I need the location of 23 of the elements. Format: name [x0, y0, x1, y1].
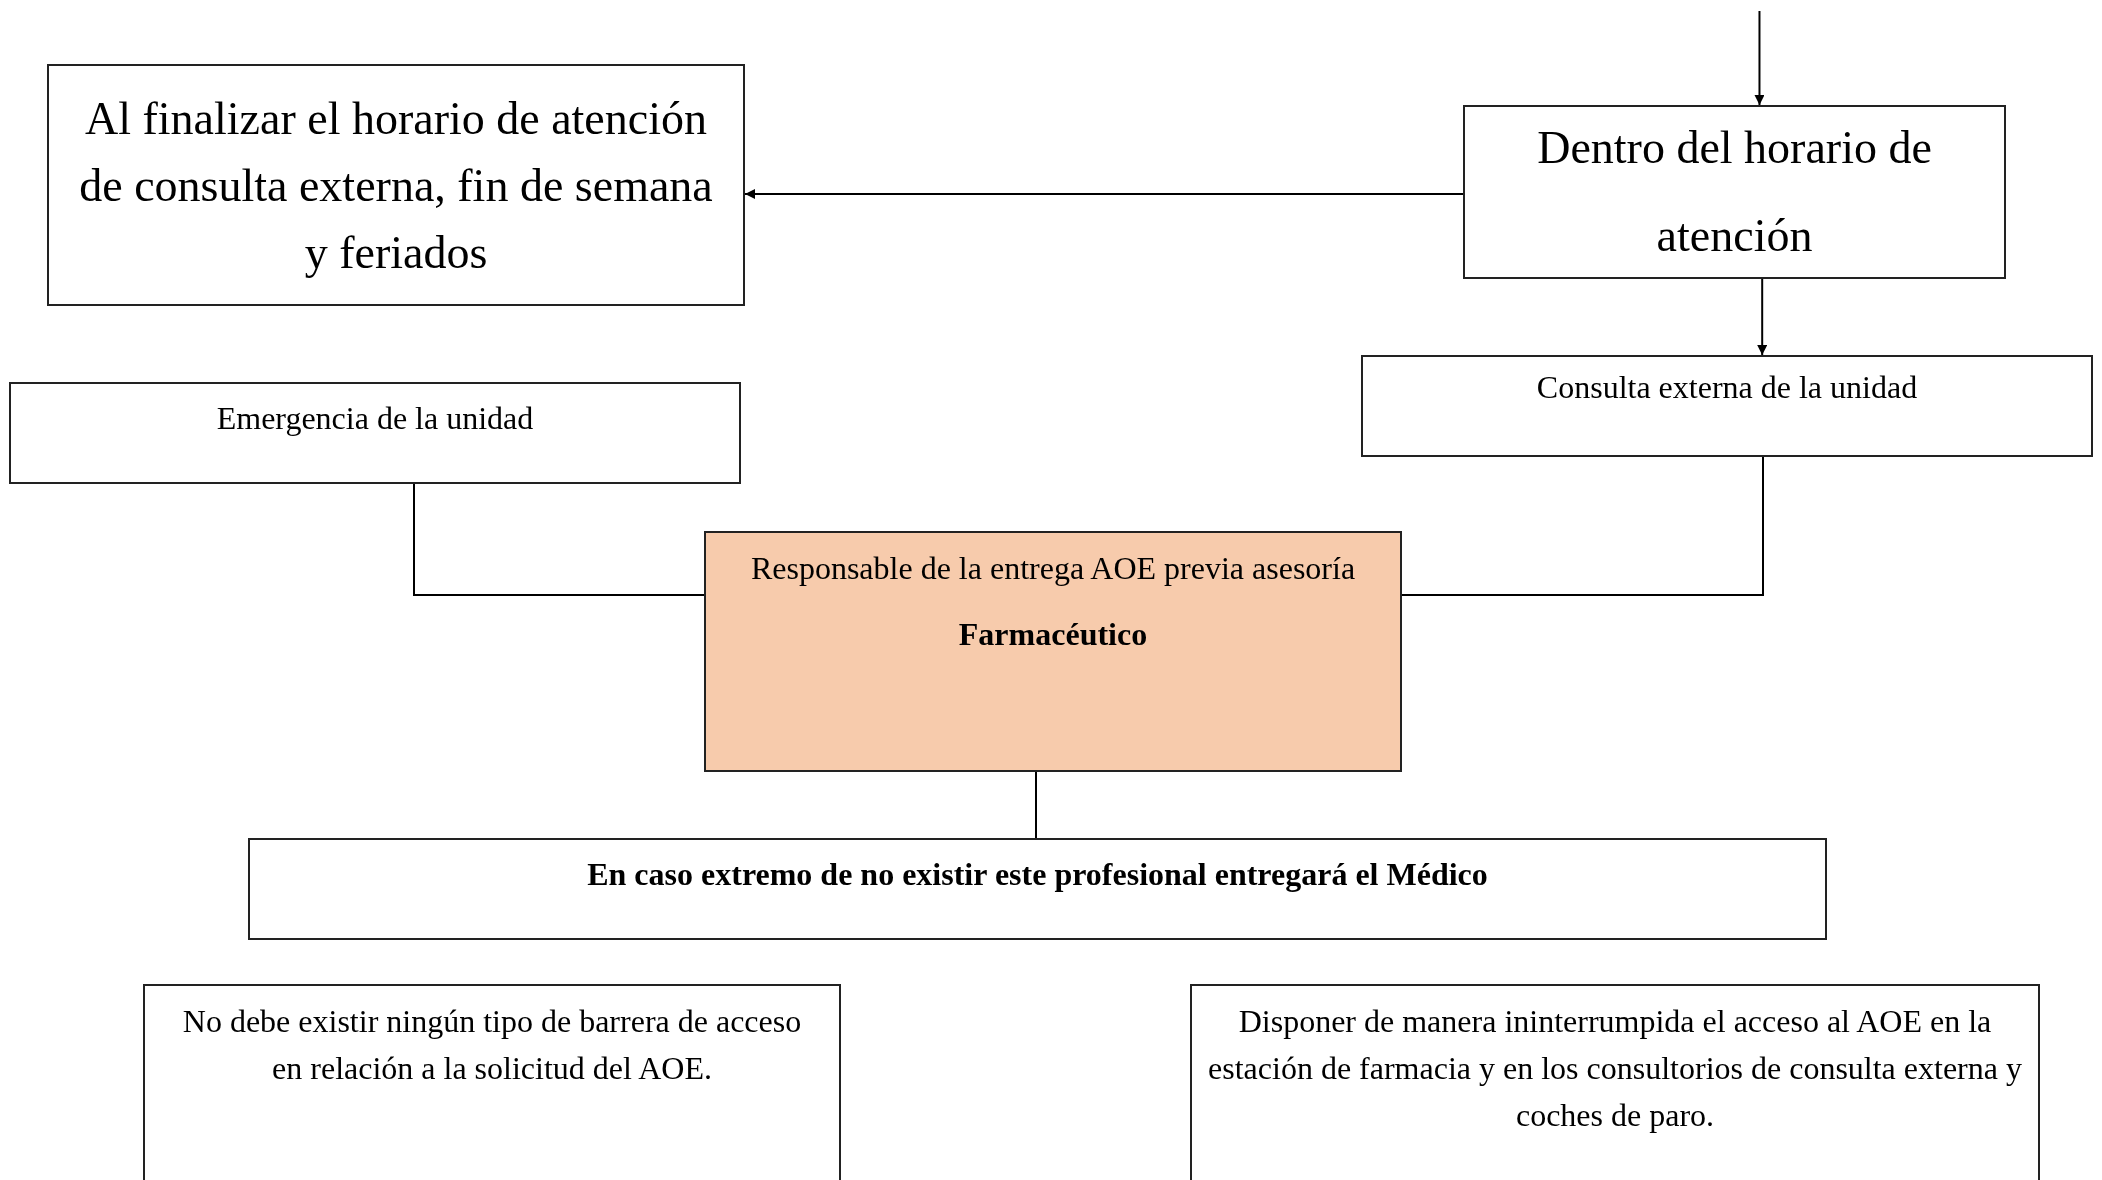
box-text: Disponer de manera ininterrumpida el acceso al AOE en la estación de farmacia y en los consultorios de consulta externa y coches de paro. [1208, 1002, 2022, 1135]
process-box [9, 382, 741, 484]
box-text: Dentro del horario de atención [1536, 121, 1933, 263]
box-text: No debe existir ningún tipo de barrera de acceso en relación a la solicitud del AOE. [181, 1002, 803, 1088]
box-text: Farmacéutico [958, 615, 1148, 654]
box-text: Al finalizar el horario de atención de consulta externa, fin de semana y feriados [78, 91, 714, 280]
process-box [1463, 105, 2006, 279]
arrow [744, 189, 1464, 199]
box-text: Emergencia de la unidad [216, 399, 534, 438]
process-box [248, 838, 1827, 940]
process-box [143, 984, 841, 1180]
connector-line [1401, 456, 1764, 596]
process-box [47, 64, 745, 306]
process-box [704, 531, 1402, 772]
arrow [1757, 278, 1768, 356]
connector-line [1035, 771, 1037, 839]
connector-line [413, 483, 705, 596]
process-box [1361, 355, 2093, 457]
box-text: Consulta externa de la unidad [1536, 368, 1918, 407]
process-box [1190, 984, 2040, 1180]
box-text: En caso extremo de no existir este profesional entregará el Médico [587, 855, 1488, 894]
box-text: Responsable de la entrega AOE previa asesoría [750, 549, 1356, 588]
arrow [1754, 10, 1765, 106]
